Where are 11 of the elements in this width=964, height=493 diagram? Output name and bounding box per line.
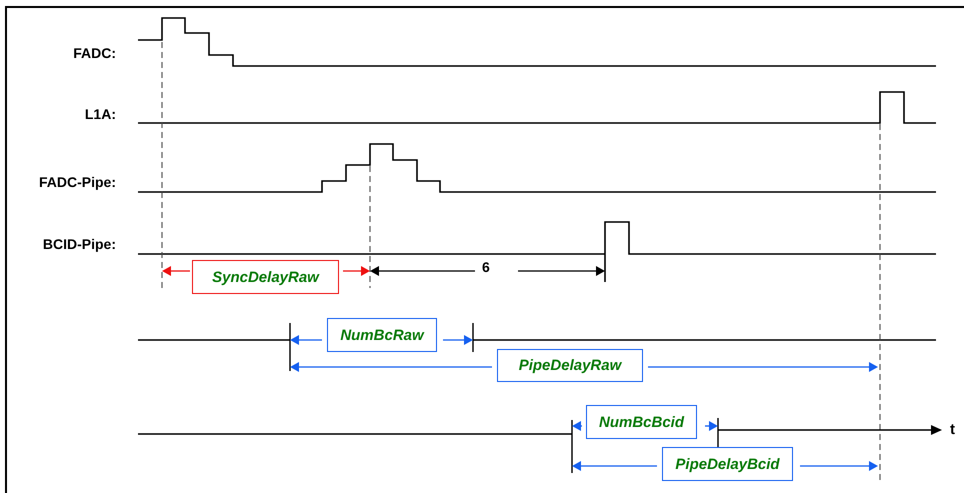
parameter-box: SyncDelayRaw: [192, 260, 339, 294]
axis-label: t: [950, 421, 955, 438]
parameter-box: PipeDelayBcid: [662, 447, 793, 481]
signal-name: L1A:: [84, 106, 116, 122]
signal-name: BCID-Pipe:: [42, 236, 116, 252]
signal-name: FADC:: [73, 45, 116, 61]
signal-name: FADC-Pipe:: [39, 174, 116, 190]
parameter-box: NumBcBcid: [586, 405, 697, 439]
parameter-box: PipeDelayRaw: [497, 349, 643, 382]
parameter-box: NumBcRaw: [327, 318, 437, 352]
cycle-count: 6: [482, 259, 490, 275]
